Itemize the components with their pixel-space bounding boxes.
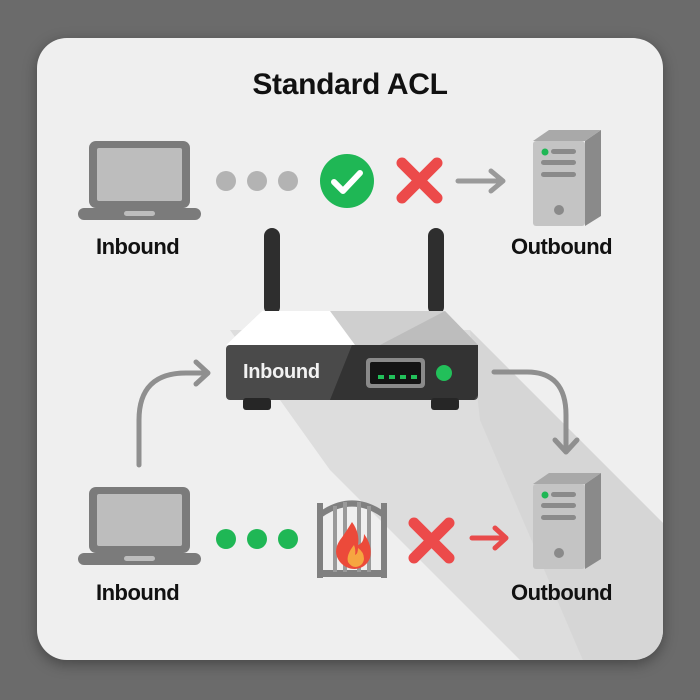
x-icon xyxy=(408,517,455,564)
server-icon xyxy=(533,473,601,569)
curved-arrow-right-down-icon xyxy=(491,369,580,455)
diagram-title: Standard ACL xyxy=(252,68,448,101)
packet-dots-green xyxy=(216,529,298,549)
server-icon xyxy=(533,130,601,226)
check-circle-icon xyxy=(320,154,374,208)
packet-dots-gray xyxy=(216,171,298,191)
bottom-source-label: Inbound xyxy=(96,580,180,605)
arrow-right-icon xyxy=(455,168,506,194)
laptop-icon xyxy=(78,141,201,220)
curved-arrow-up-right-icon xyxy=(136,359,211,468)
laptop-icon xyxy=(78,487,201,565)
top-source-label: Inbound xyxy=(96,234,180,259)
bottom-dest-label: Outbound xyxy=(511,580,613,605)
x-icon xyxy=(396,157,443,204)
firewall-gate-icon xyxy=(317,500,387,578)
top-dest-label: Outbound xyxy=(511,234,613,259)
router-icon xyxy=(226,228,478,410)
arrow-right-icon xyxy=(469,525,509,551)
router-label: Inbound xyxy=(243,361,320,383)
